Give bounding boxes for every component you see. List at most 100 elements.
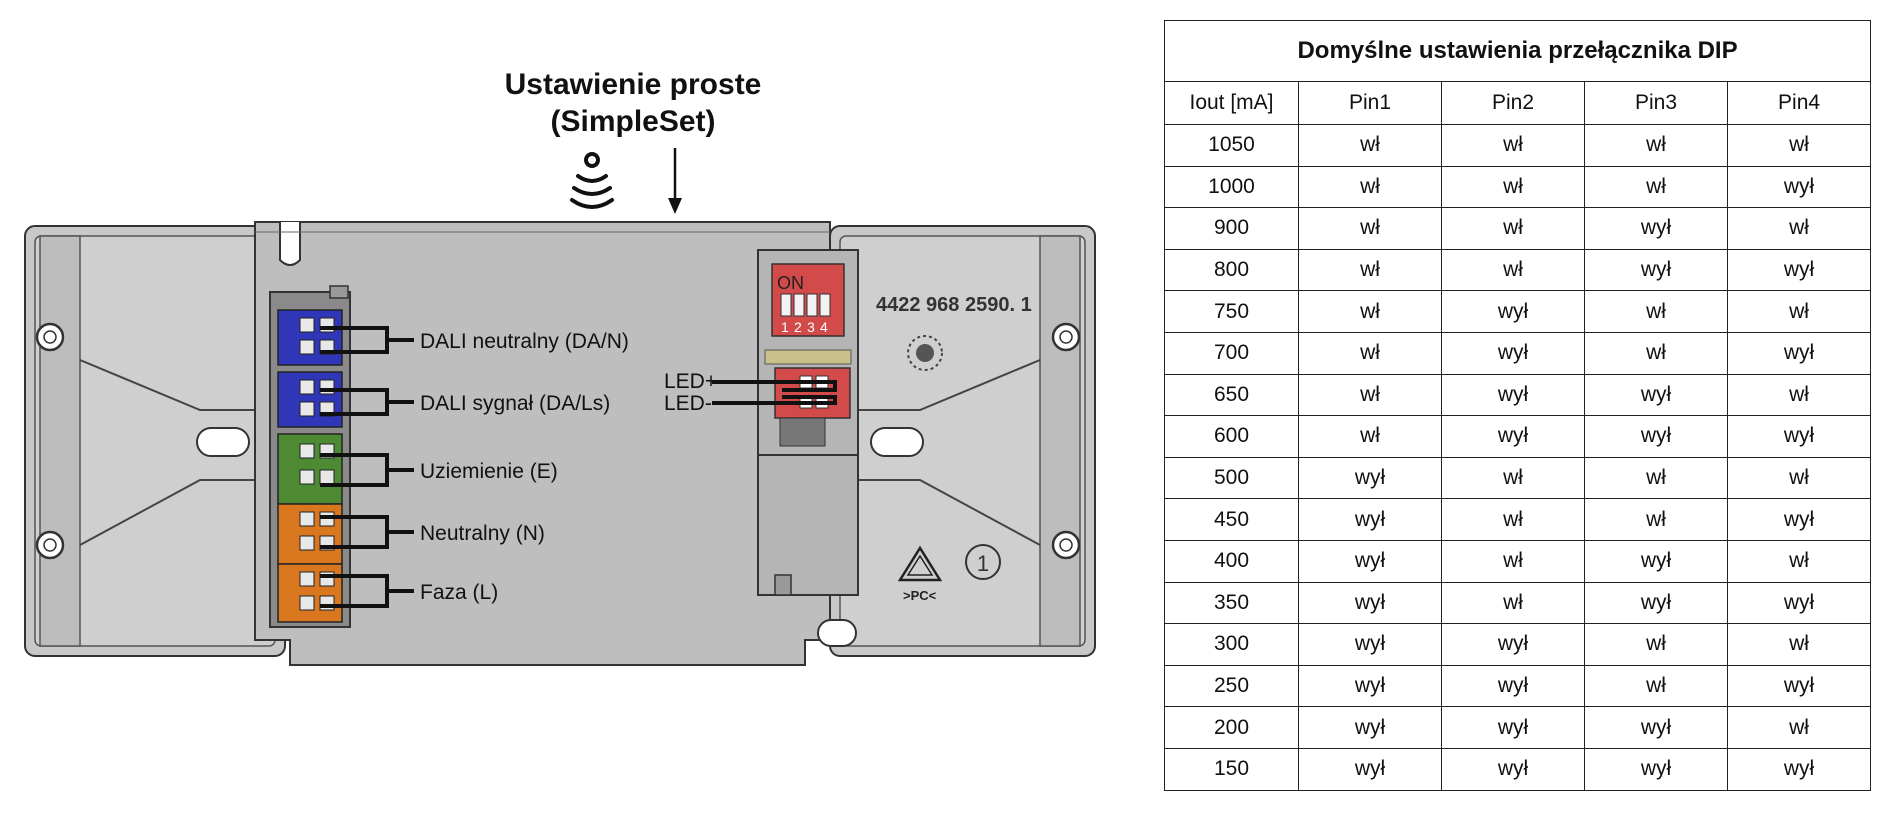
pin-state-cell: wł xyxy=(1441,498,1585,541)
driver-wiring-diagram: Ustawienie proste (SimpleSet) xyxy=(24,68,1096,666)
pin-state-cell: wł xyxy=(1298,373,1442,417)
current-cell: 250 xyxy=(1164,664,1299,708)
column-header: Pin1 xyxy=(1298,81,1442,125)
dip-number-2: 2 xyxy=(794,319,802,335)
led-leaders xyxy=(712,380,837,405)
recycle-label: >PC< xyxy=(903,588,937,603)
dip-number-4: 4 xyxy=(820,319,828,335)
pin-state-cell: wł xyxy=(1726,290,1872,333)
pin-state-cell: wył xyxy=(1441,664,1585,708)
pin-state-cell: wył xyxy=(1441,415,1585,458)
pin-state-cell: wł xyxy=(1298,207,1442,250)
pin-state-cell: wł xyxy=(1298,290,1442,333)
pin-state-cell: wł xyxy=(1584,290,1728,333)
pin-state-cell: wł xyxy=(1298,248,1442,292)
pin-state-cell: wył xyxy=(1726,415,1872,458)
pin-state-cell: wył xyxy=(1298,539,1442,583)
pin-state-cell: wł xyxy=(1298,415,1442,458)
diagram-title-line2: (SimpleSet) xyxy=(550,105,715,138)
pin-state-cell: wył xyxy=(1298,456,1442,500)
pin-state-cell: wył xyxy=(1298,623,1442,666)
pin-state-cell: wył xyxy=(1298,664,1442,708)
pin-state-cell: wł xyxy=(1441,539,1585,583)
pin-state-cell: wył xyxy=(1298,581,1442,625)
current-cell: 150 xyxy=(1164,747,1299,791)
current-cell: 400 xyxy=(1164,539,1299,583)
current-cell: 350 xyxy=(1164,581,1299,625)
pin-state-cell: wył xyxy=(1584,373,1728,417)
pin-state-cell: wł xyxy=(1726,456,1872,500)
terminal-label-dali-signal: DALI sygnał (DA/Ls) xyxy=(420,392,610,415)
rating-seal-icon xyxy=(907,335,943,371)
current-cell: 700 xyxy=(1164,331,1299,375)
dip-number-3: 3 xyxy=(807,319,815,335)
pin-state-cell: wył xyxy=(1584,539,1728,583)
pin-state-cell: wł xyxy=(1298,331,1442,375)
dip-switch: ON 1 2 3 4 xyxy=(771,263,845,337)
pin-state-cell: wył xyxy=(1441,290,1585,333)
dip-on-label: ON xyxy=(777,273,804,293)
pin-state-cell: wył xyxy=(1584,248,1728,292)
current-cell: 600 xyxy=(1164,415,1299,458)
pin-state-cell: wył xyxy=(1726,498,1872,541)
dip-settings-table: Domyślne ustawienia przełącznika DIP Iou… xyxy=(1163,20,1872,791)
pin-state-cell: wł xyxy=(1441,124,1585,167)
pin-state-cell: wył xyxy=(1726,581,1872,625)
pin-state-cell: wł xyxy=(1584,331,1728,375)
pin-state-cell: wł xyxy=(1726,373,1872,417)
pin-state-cell: wł xyxy=(1726,623,1872,666)
table-title: Domyślne ustawienia przełącznika DIP xyxy=(1163,20,1872,82)
pin-state-cell: wył xyxy=(1298,498,1442,541)
pin-state-cell: wł xyxy=(1298,124,1442,167)
pin-state-cell: wył xyxy=(1441,623,1585,666)
pin-state-cell: wł xyxy=(1441,248,1585,292)
pin-state-cell: wył xyxy=(1441,331,1585,375)
pin-state-cell: wł xyxy=(1584,623,1728,666)
pin-state-cell: wył xyxy=(1584,747,1728,791)
simpleset-arrow-icon xyxy=(668,148,682,214)
pin-state-cell: wył xyxy=(1726,331,1872,375)
recycle-icon xyxy=(897,545,943,582)
pin-state-cell: wł xyxy=(1726,539,1872,583)
pin-state-cell: wył xyxy=(1441,747,1585,791)
pin-state-cell: wł xyxy=(1584,165,1728,209)
column-header: Pin2 xyxy=(1441,81,1585,125)
column-header: Pin3 xyxy=(1584,81,1728,125)
terminal-label-phase: Faza (L) xyxy=(420,581,498,604)
pin-state-cell: wył xyxy=(1441,373,1585,417)
column-header: Iout [mA] xyxy=(1164,81,1299,125)
terminal-label-neutral: Neutralny (N) xyxy=(420,522,545,545)
part-number: 4422 968 2590. 1 xyxy=(876,294,1032,316)
terminal-label-dali-neutral: DALI neutralny (DA/N) xyxy=(420,330,629,353)
pin-state-cell: wył xyxy=(1584,581,1728,625)
pin-state-cell: wł xyxy=(1726,207,1872,250)
pin-state-cell: wł xyxy=(1726,706,1872,749)
current-cell: 200 xyxy=(1164,706,1299,749)
current-cell: 1000 xyxy=(1164,165,1299,209)
terminal-label-earth: Uziemienie (E) xyxy=(420,460,558,483)
pin-state-cell: wł xyxy=(1441,456,1585,500)
pin-state-cell: wł xyxy=(1441,207,1585,250)
pin-state-cell: wył xyxy=(1726,248,1872,292)
current-cell: 750 xyxy=(1164,290,1299,333)
dip-number-1: 1 xyxy=(781,319,789,335)
pin-state-cell: wł xyxy=(1298,165,1442,209)
pin-state-cell: wł xyxy=(1584,664,1728,708)
terminal-leaders xyxy=(320,326,414,608)
pin-state-cell: wył xyxy=(1298,706,1442,749)
current-cell: 650 xyxy=(1164,373,1299,417)
